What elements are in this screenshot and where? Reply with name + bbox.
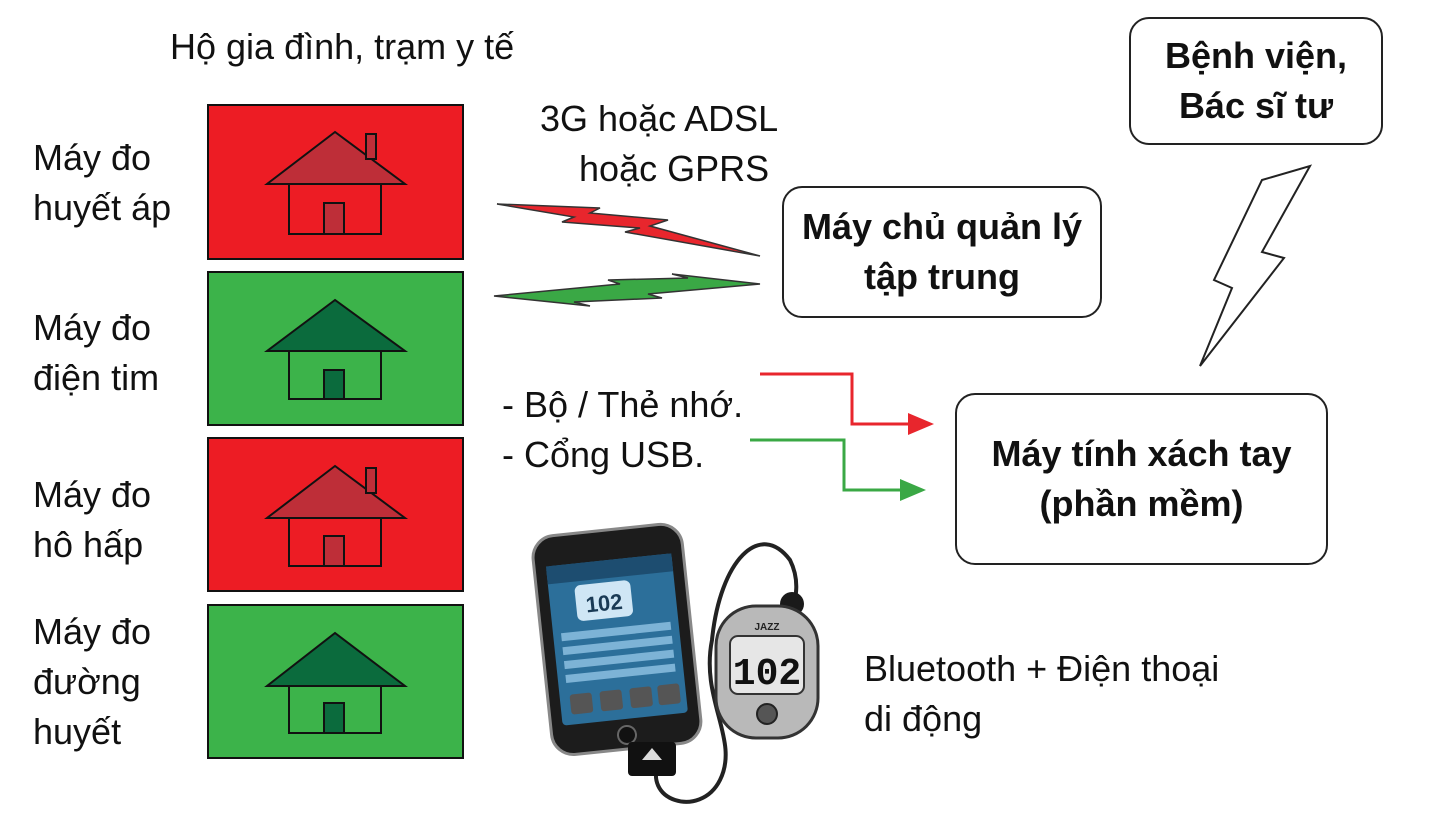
house-panel-glucose — [207, 604, 464, 759]
house-panel-respiratory — [207, 437, 464, 592]
red-lightning-bolt — [496, 203, 761, 257]
laptop-box: Máy tính xách tay(phần mềm) — [955, 393, 1328, 565]
white-lightning-bolt — [1199, 164, 1313, 367]
phone-reading: 102 — [585, 589, 624, 618]
hospital-box: Bệnh viện,Bác sĩ tư — [1129, 17, 1383, 145]
house-icon — [264, 631, 408, 734]
storage-label: - Bộ / Thẻ nhớ.- Cổng USB. — [502, 384, 744, 475]
house-icon — [264, 464, 409, 567]
network-label: 3G hoặc ADSL hoặc GPRS — [540, 98, 779, 189]
house-panel-ecg — [207, 271, 464, 426]
green-lightning-bolt — [493, 273, 761, 307]
red-arrow-head — [908, 413, 934, 435]
green-arrow — [750, 438, 904, 492]
house-panel-blood-pressure — [207, 104, 464, 260]
meter-brand: JAZZ — [755, 622, 780, 633]
header-label: Hộ gia đình, trạm y tế — [170, 26, 515, 67]
red-arrow — [760, 372, 912, 426]
green-arrow-head — [900, 479, 926, 501]
house-icon — [264, 298, 409, 400]
meter-reading: 102 — [733, 653, 801, 696]
house-icon — [264, 130, 409, 235]
